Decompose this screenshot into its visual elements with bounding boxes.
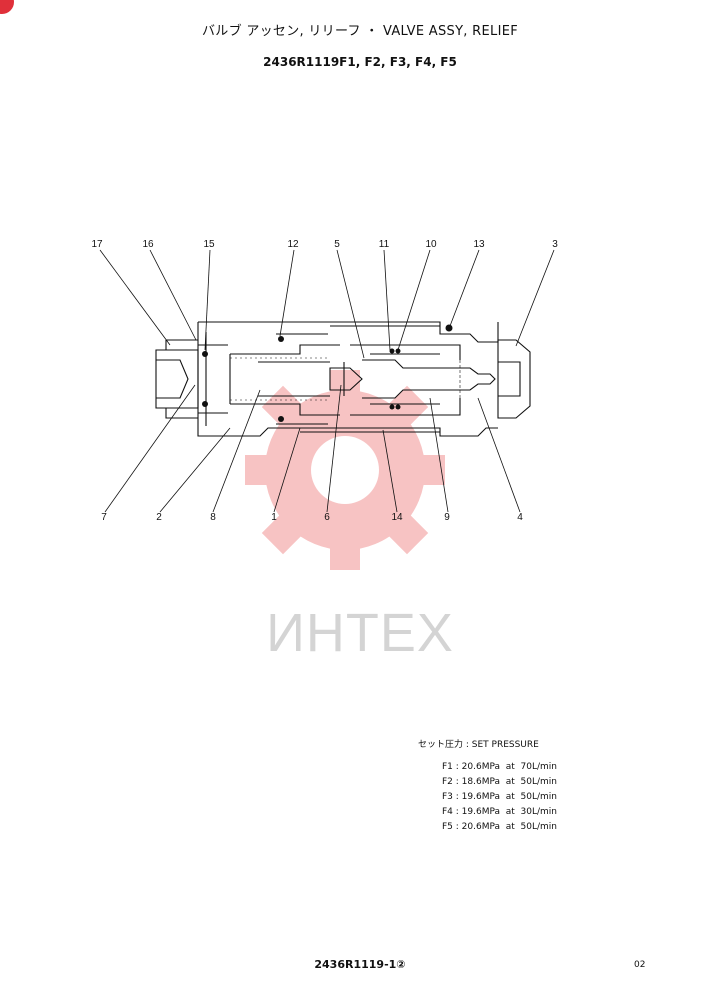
- watermark-logo: [245, 370, 445, 570]
- callout-10: 10: [425, 239, 437, 250]
- set-pressure-table: セット圧力 : SET PRESSURE F1 : 20.6MPa at 70L…: [418, 737, 557, 835]
- callout-3: 3: [552, 239, 558, 250]
- pressure-row: F2 : 18.6MPa at 50L/min: [442, 777, 557, 787]
- set-pressure-heading: セット圧力 : SET PRESSURE: [418, 740, 539, 750]
- callout-14: 14: [391, 512, 403, 523]
- cap-nut: [497, 339, 531, 419]
- page-title: バルブ アッセン, リリーフ ・ VALVE ASSY, RELIEF: [201, 24, 518, 39]
- callout-8: 8: [210, 512, 216, 523]
- poppet: [329, 367, 363, 391]
- callout-17: 17: [91, 239, 103, 250]
- watermark-text: ИНТЕХ: [266, 603, 454, 663]
- callout-15: 15: [203, 239, 215, 250]
- callout-6: 6: [324, 512, 330, 523]
- pressure-row: F5 : 20.6MPa at 50L/min: [442, 822, 557, 832]
- drawing-number: 2436R1119-1②: [314, 958, 406, 971]
- pressure-row: F3 : 19.6MPa at 50L/min: [442, 792, 557, 802]
- callout-12: 12: [287, 239, 299, 250]
- pressure-row: F4 : 19.6MPa at 30L/min: [442, 807, 557, 817]
- callout-11: 11: [379, 239, 390, 250]
- callout-1: 1: [271, 512, 277, 523]
- page-number: 02: [634, 960, 646, 970]
- callout-2: 2: [156, 512, 162, 523]
- callout-13: 13: [473, 239, 485, 250]
- part-number-line: 2436R1119F1, F2, F3, F4, F5: [263, 55, 457, 69]
- pressure-row: F1 : 20.6MPa at 70L/min: [442, 762, 557, 772]
- callout-4: 4: [517, 512, 523, 523]
- callout-16: 16: [142, 239, 154, 250]
- callout-9: 9: [444, 512, 450, 523]
- callout-7: 7: [101, 512, 107, 523]
- plug-body: [155, 349, 199, 409]
- callout-5: 5: [334, 239, 340, 250]
